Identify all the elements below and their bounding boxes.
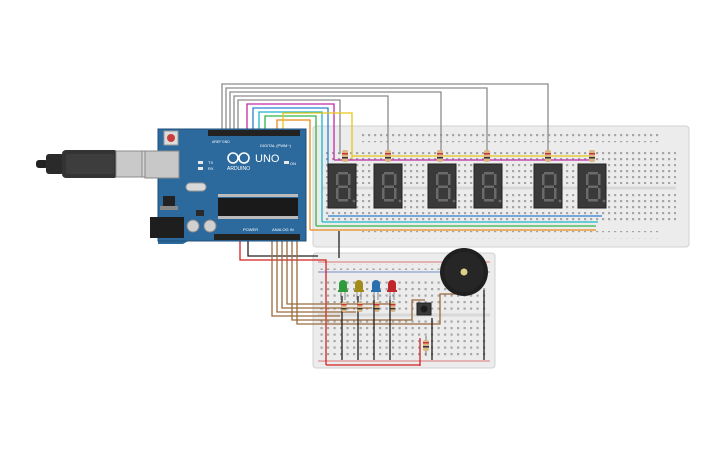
leds xyxy=(338,280,397,312)
resistor-2 xyxy=(385,150,391,162)
display-1[interactable] xyxy=(327,163,357,209)
power-label: POWER xyxy=(243,227,258,232)
resistor-1 xyxy=(342,150,348,162)
resistor-5 xyxy=(545,150,551,162)
piezo-buzzer[interactable] xyxy=(440,248,488,296)
seven-segment-displays xyxy=(327,163,607,209)
wire-black-arduino-gnd xyxy=(247,236,318,257)
resistor-6 xyxy=(589,150,595,162)
led-red[interactable] xyxy=(387,280,397,300)
wire-gray-3 xyxy=(229,91,442,154)
resistor-3 xyxy=(437,150,443,162)
rx-label: RX xyxy=(208,166,214,171)
wire-gray-4 xyxy=(233,95,389,154)
reset-button xyxy=(167,134,175,142)
display-5[interactable] xyxy=(533,163,563,209)
wire-brown-6 xyxy=(296,236,462,325)
display-3[interactable] xyxy=(427,163,457,209)
wire-magenta-top xyxy=(246,103,335,160)
led-resistor-blue xyxy=(374,302,380,312)
gnd-label: GND xyxy=(222,140,230,144)
wire-yellow-top xyxy=(282,112,353,160)
resistor-4 xyxy=(484,150,490,162)
arduino-logo xyxy=(227,152,250,164)
wire-gray-2 xyxy=(225,87,488,154)
resistor-button xyxy=(423,336,429,356)
digital-header-label: DIGITAL (PWM~) xyxy=(260,143,292,148)
wire-blue-top xyxy=(252,107,329,168)
wire-brown-2 xyxy=(276,236,356,313)
led-resistor-red xyxy=(390,302,396,312)
display-4[interactable] xyxy=(473,163,503,209)
wire-brown-4 xyxy=(286,236,390,305)
wire-green-top xyxy=(264,115,317,226)
led-resistor-green xyxy=(341,302,347,312)
tx-label: TX xyxy=(208,160,213,165)
on-label: ON xyxy=(290,161,296,166)
wire-brown-5 xyxy=(291,236,425,321)
led-yellow[interactable] xyxy=(354,280,364,300)
wire-gray-1 xyxy=(221,83,549,154)
wire-orange-top xyxy=(276,119,311,230)
resistors-top xyxy=(342,150,595,162)
analog-label: ANALOG IN xyxy=(272,227,294,232)
display-2[interactable] xyxy=(373,163,403,209)
arduino-uno[interactable]: UNO ARDUINO DIGITAL (PWM~) POWER ANALOG … xyxy=(36,128,307,244)
display-6[interactable] xyxy=(577,163,607,209)
pushbutton[interactable] xyxy=(416,302,432,316)
aref-label: AREF xyxy=(212,140,221,144)
arduino-brand-label: ARDUINO xyxy=(227,166,250,172)
wire-cyan-top xyxy=(258,111,323,222)
wire-gray-5 xyxy=(237,99,341,154)
led-green[interactable] xyxy=(338,280,348,300)
wire-brown-1 xyxy=(271,236,340,317)
uno-label: UNO xyxy=(255,153,280,165)
led-blue[interactable] xyxy=(371,280,381,300)
led-resistor-yellow xyxy=(357,302,363,312)
